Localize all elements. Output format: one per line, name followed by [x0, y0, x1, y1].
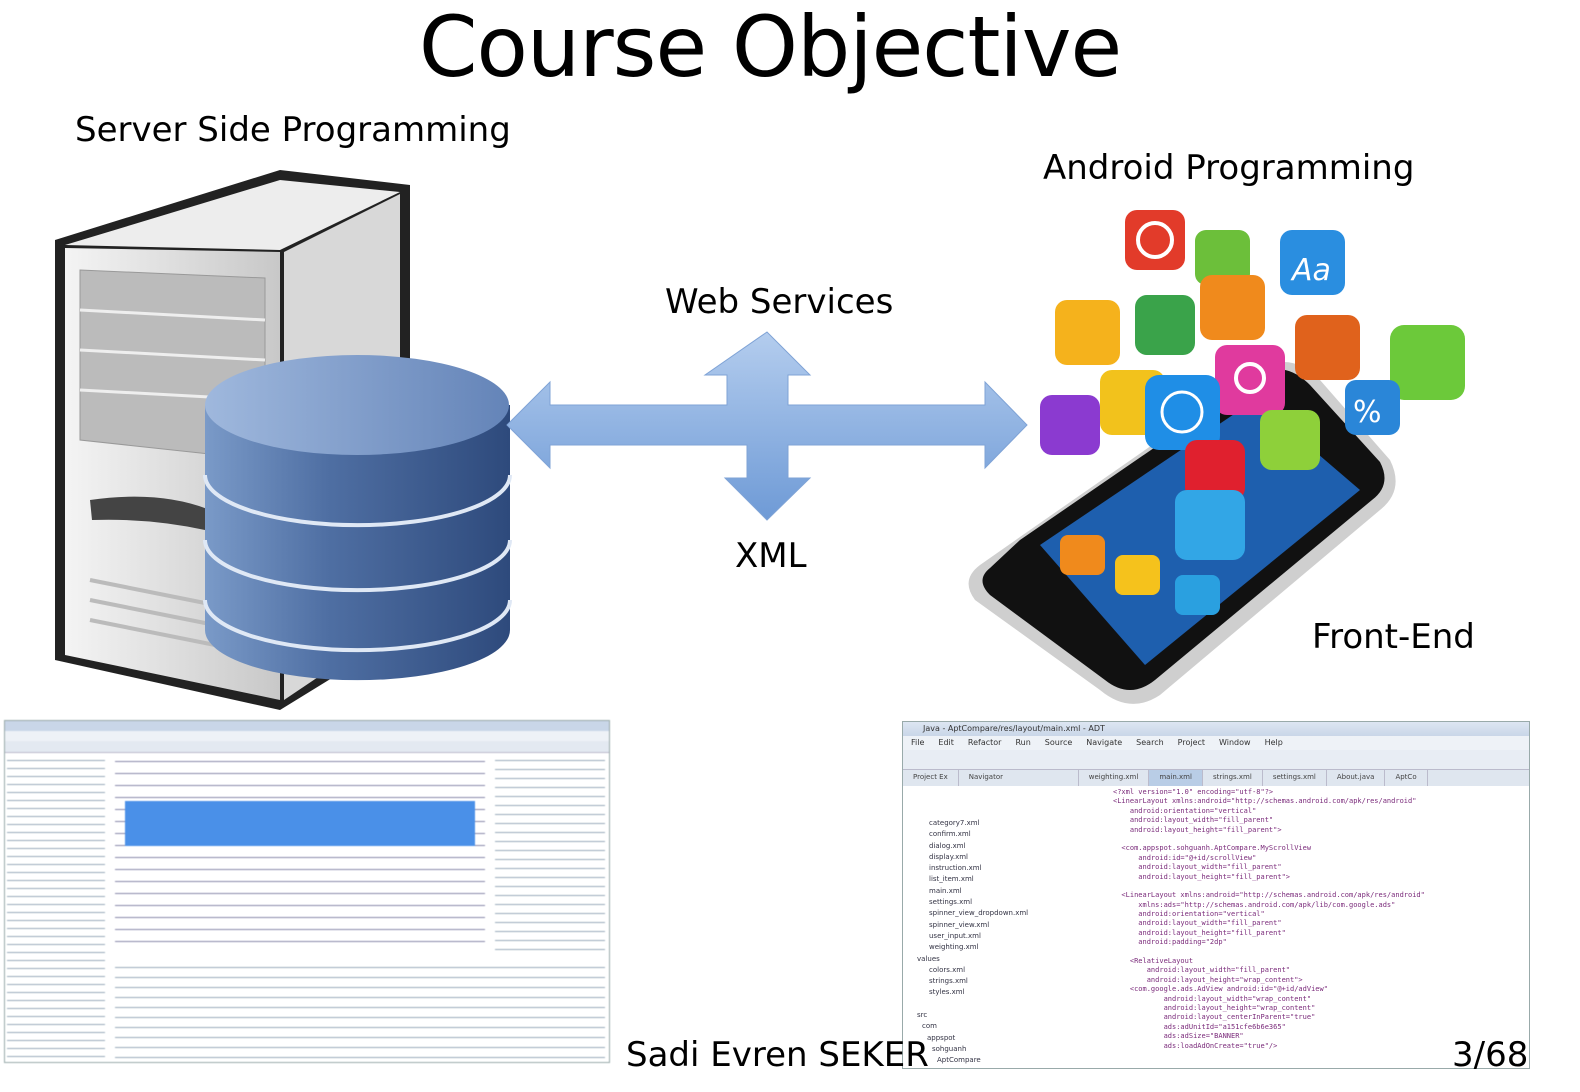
code-line: android:layout_height="fill_parent"> — [1113, 872, 1291, 881]
slide-title: Course Objective — [418, 0, 1122, 96]
file-tree-item[interactable]: spinner_view_dropdown.xml — [929, 909, 1029, 918]
tab-weighting-xml[interactable]: weighting.xml — [1079, 770, 1150, 786]
code-line: android:layout_height="fill_parent" — [1113, 928, 1286, 937]
menu-source[interactable]: Source — [1044, 738, 1073, 747]
code-line: android:layout_height="wrap_content"> — [1113, 975, 1303, 984]
code-line: <LinearLayout xmlns:android="http://sche… — [1113, 891, 1425, 900]
code-line — [1113, 948, 1529, 957]
file-tree-item[interactable]: appspot — [927, 1033, 956, 1042]
smartphone-apps-icon: Aa % — [968, 210, 1465, 704]
file-tree-item[interactable]: user_input.xml — [929, 931, 981, 940]
xml-label: XML — [735, 536, 807, 576]
tab-settings-xml[interactable]: settings.xml — [1263, 770, 1327, 786]
menu-search[interactable]: Search — [1136, 738, 1164, 747]
navigator-file-tree: category7.xml confirm.xml dialog.xml displa… — [909, 818, 1079, 1069]
code-line: <com.appspot.sohguanh.AptCompare.MyScrol… — [1113, 844, 1312, 853]
file-tree-item[interactable]: About.java — [909, 1067, 1079, 1069]
ide-window-title: Java - AptCompare/res/layout/main.xml - … — [903, 722, 1529, 736]
file-tree-item[interactable]: styles.xml — [929, 988, 965, 997]
menu-project[interactable]: Project — [1177, 738, 1206, 747]
menu-edit[interactable]: Edit — [938, 738, 954, 747]
tab-project-explorer[interactable]: Project Ex — [903, 770, 959, 786]
ide-toolbar — [903, 750, 1529, 770]
file-tree-item[interactable]: src — [917, 1011, 928, 1020]
file-tree-item[interactable]: colors.xml — [929, 965, 966, 974]
file-tree-item[interactable]: display.xml — [929, 852, 968, 861]
file-tree-item[interactable]: com — [922, 1022, 937, 1031]
menu-file[interactable]: File — [911, 738, 925, 747]
tab-navigator[interactable]: Navigator — [959, 770, 1079, 786]
web-services-label: Web Services — [665, 282, 894, 322]
file-tree-item[interactable]: values — [917, 954, 940, 963]
code-line: android:layout_width="fill_parent" — [1113, 919, 1282, 928]
code-line — [1113, 835, 1529, 844]
front-end-label: Front-End — [1312, 617, 1475, 657]
file-tree-item[interactable]: weighting.xml — [929, 943, 979, 952]
code-line: android:layout_width="fill_parent" — [1113, 816, 1274, 825]
code-line: android:layout_height="wrap_content" — [1113, 1003, 1316, 1012]
android-label: Android Programming — [1043, 148, 1415, 188]
file-tree-item[interactable]: list_item.xml — [929, 875, 974, 884]
xml-code-editor: <?xml version="1.0" encoding="utf-8"?><L… — [1113, 788, 1529, 1051]
eclipse-ide-screenshot-left — [4, 720, 610, 1063]
code-line: android:layout_centerInParent="true" — [1113, 1013, 1316, 1022]
page-number: 3/68 — [1452, 1035, 1529, 1075]
code-line: android:layout_width="fill_parent" — [1113, 863, 1282, 872]
code-line: android:layout_width="fill_parent" — [1113, 966, 1291, 975]
code-line: android:layout_width="wrap_content" — [1113, 994, 1312, 1003]
author-name: Sadi Evren SEKER — [626, 1035, 929, 1075]
file-tree-item[interactable]: category7.xml — [929, 819, 980, 827]
file-tree-item[interactable]: AptCompare — [937, 1056, 981, 1065]
code-line: android:layout_height="fill_parent"> — [1113, 825, 1282, 834]
app-icons: Aa % — [1040, 210, 1465, 615]
code-line: <LinearLayout xmlns:android="http://sche… — [1113, 797, 1417, 806]
tab-strings-xml[interactable]: strings.xml — [1203, 770, 1263, 786]
bidirectional-arrows-icon — [506, 331, 1028, 521]
menu-window[interactable]: Window — [1219, 738, 1251, 747]
tab-aptco[interactable]: AptCo — [1385, 770, 1428, 786]
file-tree-item[interactable]: confirm.xml — [929, 830, 971, 839]
code-line: android:id="@+id/scrollView" — [1113, 853, 1257, 862]
code-line: android:orientation="vertical" — [1113, 806, 1257, 815]
file-tree-item[interactable]: main.xml — [929, 886, 962, 895]
svg-text:%: % — [1353, 395, 1382, 430]
file-tree-item[interactable]: sohguanh — [932, 1044, 967, 1053]
file-tree-item[interactable]: dialog.xml — [929, 841, 966, 850]
code-line: <RelativeLayout — [1113, 957, 1194, 966]
file-tree-item[interactable]: settings.xml — [929, 898, 973, 907]
code-line: <com.google.ads.AdView android:id="@+id/… — [1113, 985, 1328, 994]
code-line: xmlns:ads="http://schemas.android.com/ap… — [1113, 900, 1396, 909]
ide-menu-bar: File Edit Refactor Run Source Navigate S… — [903, 736, 1529, 750]
menu-navigate[interactable]: Navigate — [1086, 738, 1123, 747]
code-line: ads:loadAdOnCreate="true"/> — [1113, 1041, 1278, 1050]
svg-text:Aa: Aa — [1290, 253, 1331, 288]
server-label: Server Side Programming — [75, 110, 511, 150]
code-line — [1113, 882, 1529, 891]
code-line: ads:adSize="BANNER" — [1113, 1032, 1244, 1041]
file-tree-item[interactable]: spinner_view.xml — [929, 920, 990, 929]
code-line: android:padding="2dp" — [1113, 938, 1227, 947]
file-tree-item[interactable] — [909, 999, 1079, 1010]
code-line: android:orientation="vertical" — [1113, 910, 1265, 919]
tab-about-java[interactable]: About.java — [1327, 770, 1386, 786]
eclipse-ide-screenshot-right: Java - AptCompare/res/layout/main.xml - … — [902, 721, 1530, 1069]
file-tree-item[interactable]: instruction.xml — [929, 864, 982, 873]
menu-help[interactable]: Help — [1264, 738, 1283, 747]
code-line: <?xml version="1.0" encoding="utf-8"?> — [1113, 788, 1274, 796]
menu-run[interactable]: Run — [1015, 738, 1031, 747]
menu-refactor[interactable]: Refactor — [967, 738, 1002, 747]
code-line: ads:adUnitId="a151cfe6b6e365" — [1113, 1022, 1286, 1031]
file-tree-item[interactable]: strings.xml — [929, 977, 968, 986]
database-icon — [203, 355, 512, 681]
tab-main-xml[interactable]: main.xml — [1149, 770, 1203, 786]
